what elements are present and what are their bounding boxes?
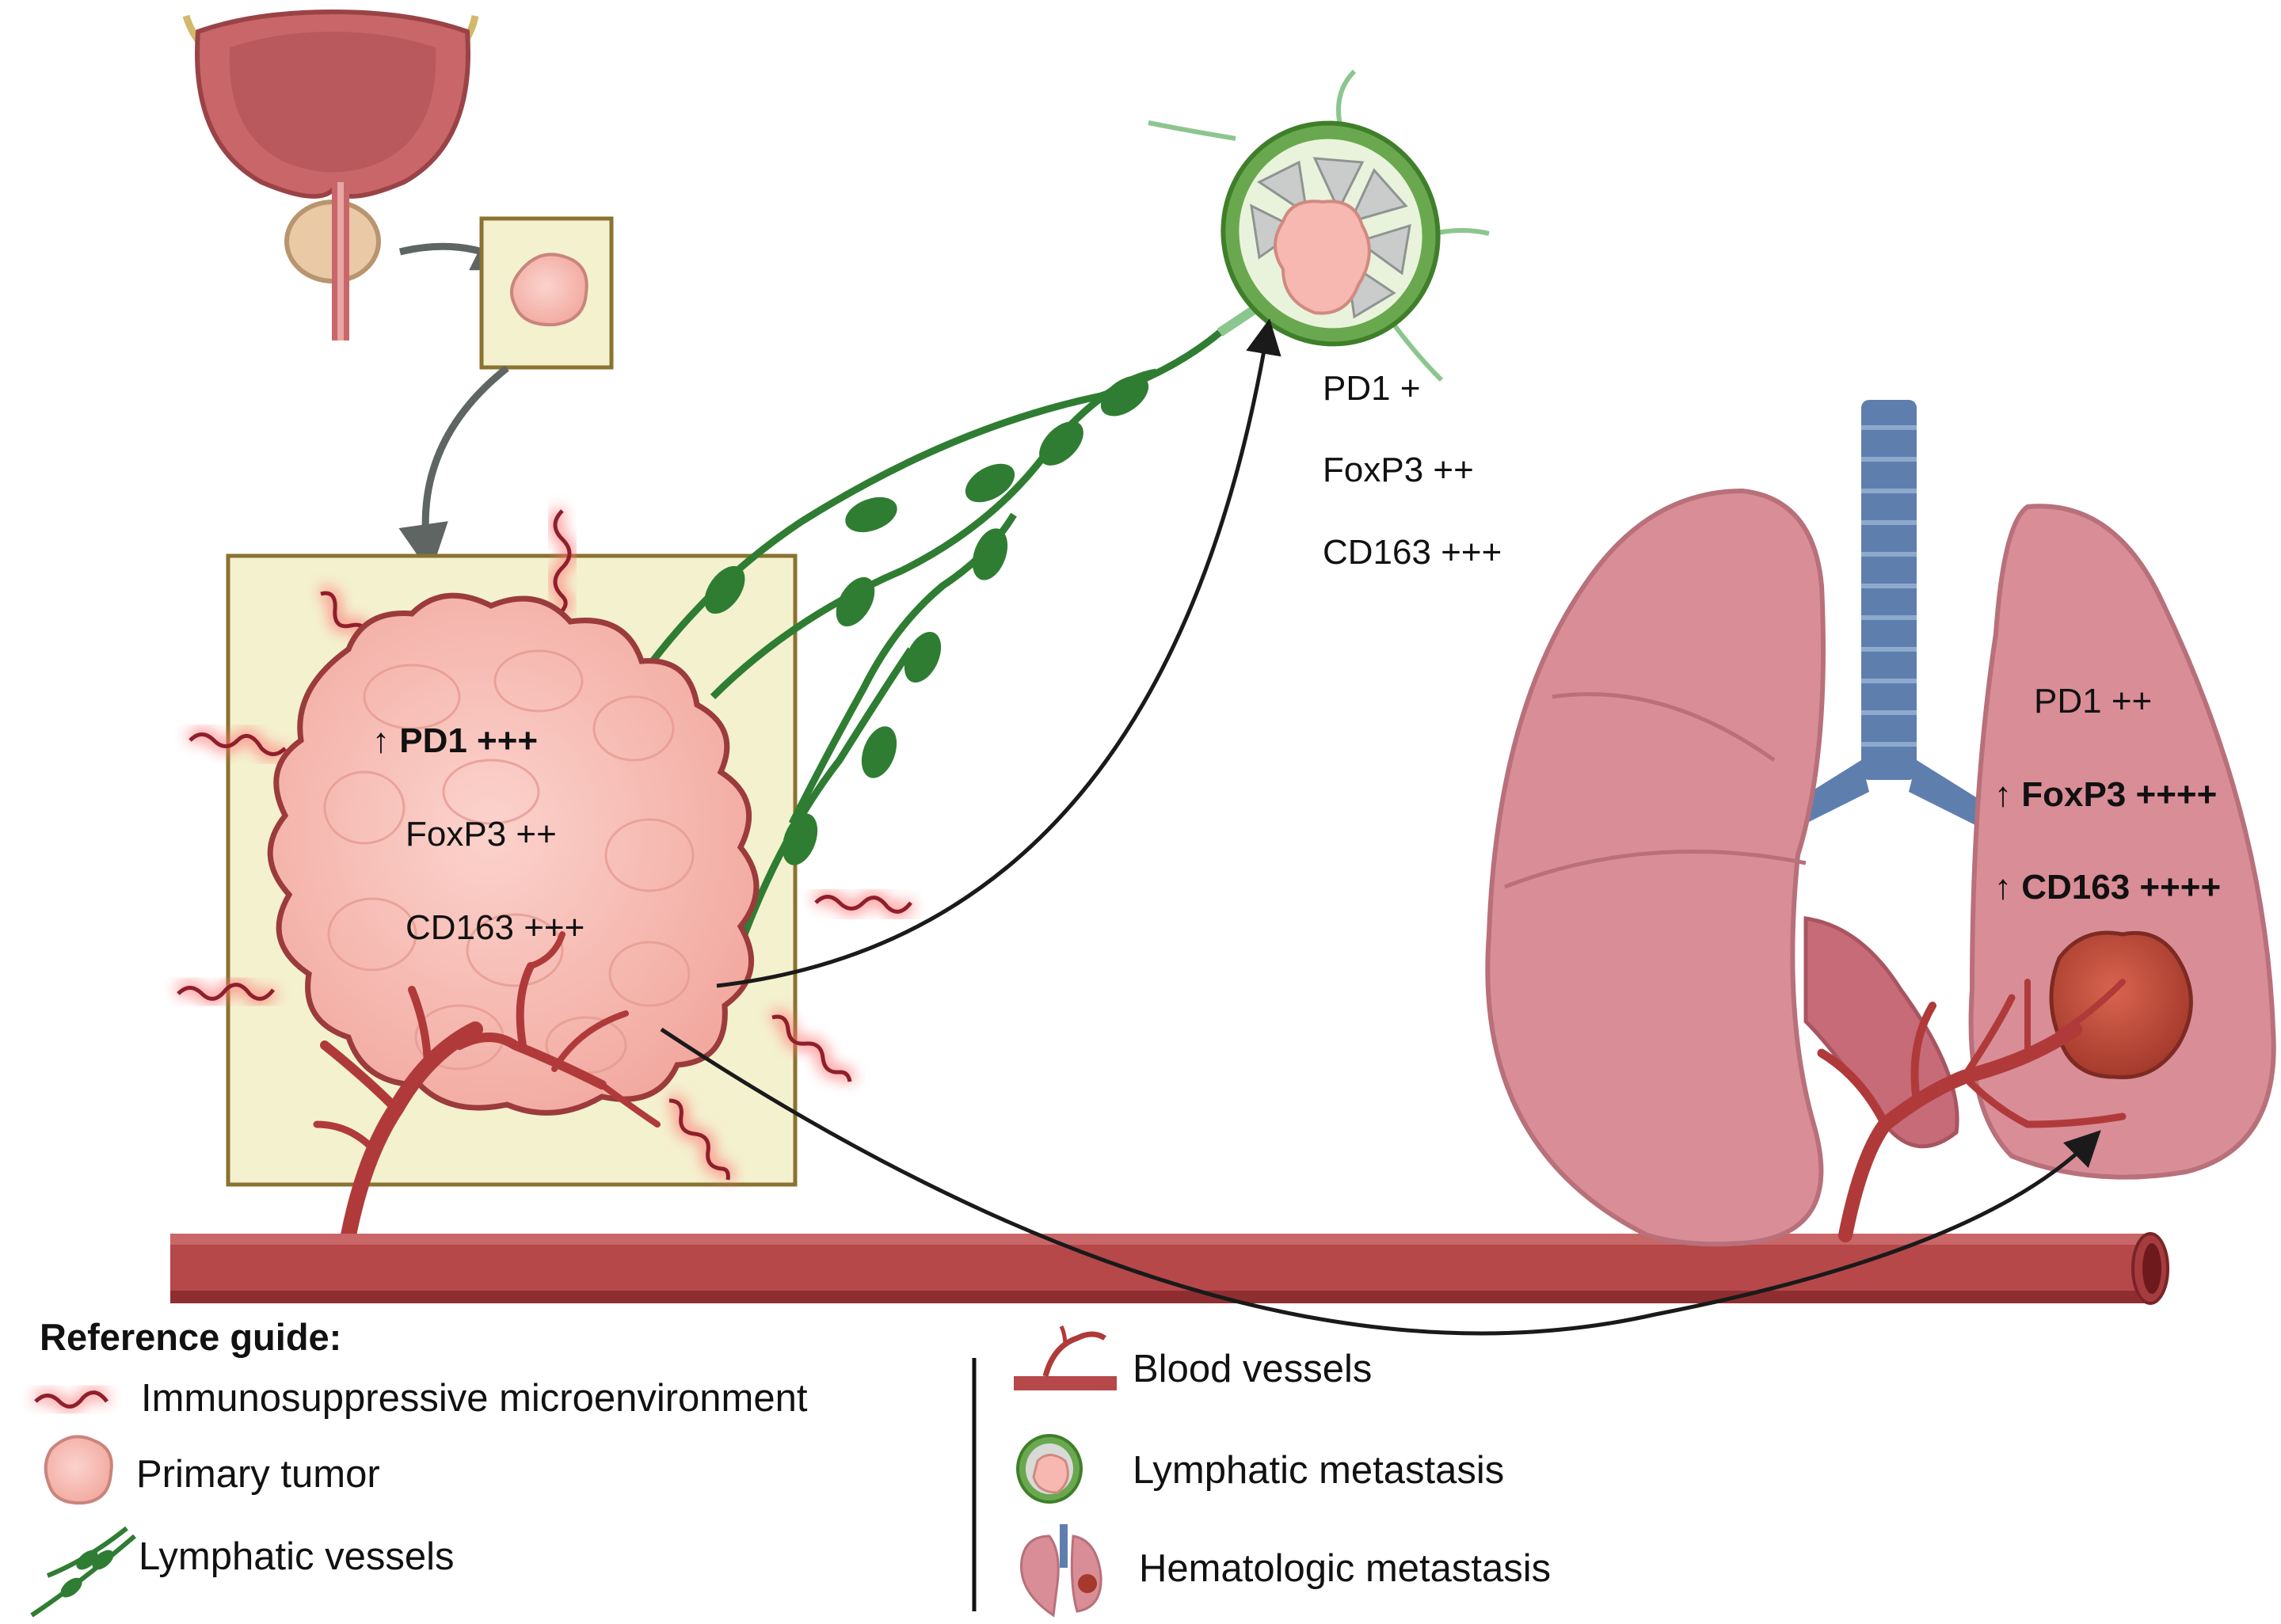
immuno-legend-icon (32, 1386, 112, 1413)
immunosuppressive-marks (173, 506, 916, 1181)
legend-blood-label: Blood vessels (1133, 1348, 1372, 1390)
lymph-node (1148, 69, 1490, 382)
main-blood-vessel (170, 1232, 2169, 1305)
bladder-icon (182, 9, 479, 340)
lymph-marker-foxp3: FoxP3 ++ (1323, 451, 1474, 489)
primary-marker-pd1: ↑ PD1 +++ (372, 721, 538, 760)
reference-guide: Reference guide: Immunosuppressive micro… (30, 1316, 1551, 1618)
legend-immuno-label: Immunosuppressive microenvironment (141, 1377, 808, 1420)
lung-marker-cd163: ↑ CD163 ++++ (1994, 868, 2221, 907)
arrow-to-lymph-node (716, 318, 1281, 988)
primary-marker-foxp3: FoxP3 ++ (406, 815, 557, 854)
lymph-nodules (691, 375, 1149, 865)
lymph-marker-cd163: CD163 +++ (1323, 533, 1502, 572)
lymphatic-legend-icon (30, 1526, 136, 1618)
tumor-blood-vessels (313, 931, 661, 1243)
arrow-to-lung (660, 1027, 2101, 1336)
hema-metastasis-legend-icon (1020, 1524, 1102, 1618)
legend-primary-label: Primary tumor (136, 1453, 380, 1496)
lungs (1485, 400, 2276, 1247)
primary-marker-cd163: CD163 +++ (406, 908, 585, 947)
lymph-metastasis-legend-icon (1016, 1434, 1083, 1504)
lung-markers: PD1 ++ ↑ FoxP3 ++++ ↑ CD163 ++++ (1994, 682, 2221, 907)
blood-vessel-legend-icon (1014, 1325, 1117, 1390)
lymph-marker-pd1: PD1 + (1323, 369, 1421, 408)
lung-marker-foxp3: ↑ FoxP3 ++++ (1994, 775, 2217, 814)
primary-tumor (267, 592, 760, 1116)
legend-lymph-meta-label: Lymphatic metastasis (1133, 1449, 1504, 1492)
small-tumor-icon (510, 253, 588, 327)
lymph-node-markers: PD1 + FoxP3 ++ CD163 +++ (1323, 369, 1502, 572)
primary-tumor-markers: ↑ PD1 +++ FoxP3 ++ CD163 +++ (372, 721, 585, 947)
lung-marker-pd1: PD1 ++ (2034, 682, 2152, 721)
legend-lymphatic-label: Lymphatic vessels (139, 1535, 455, 1578)
legend-title: Reference guide: (40, 1316, 341, 1358)
legend-hema-meta-label: Hematologic metastasis (1139, 1547, 1551, 1590)
primary-tumor-legend-icon (44, 1435, 113, 1505)
